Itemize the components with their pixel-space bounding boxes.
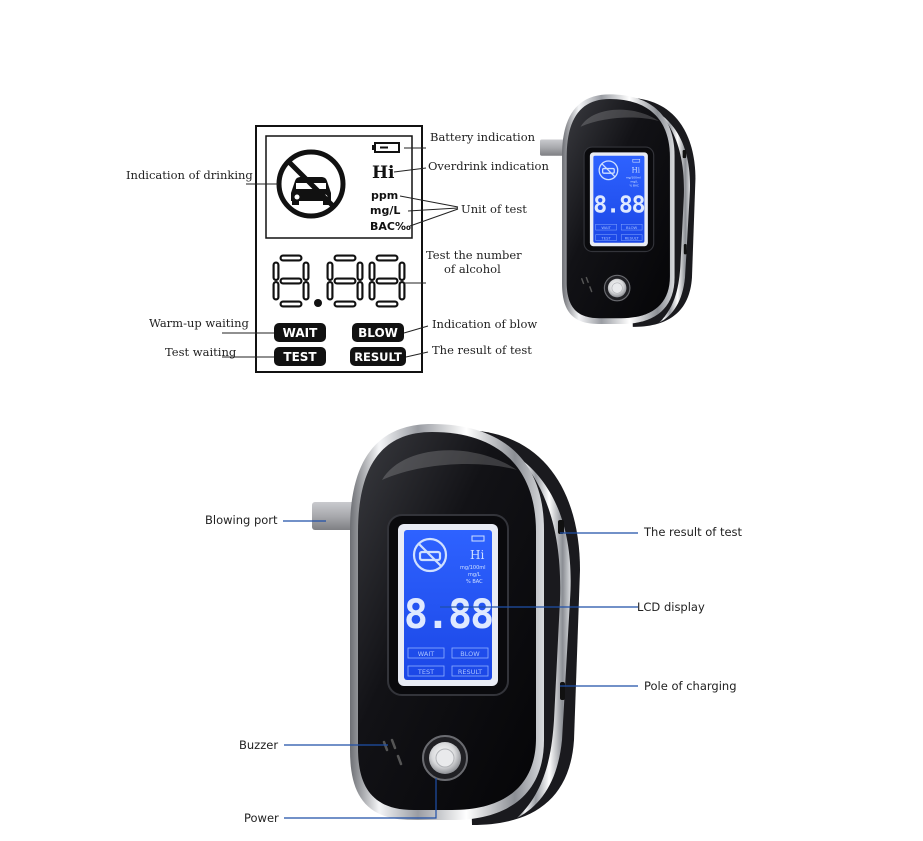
svg-text:TEST: TEST — [600, 236, 611, 240]
test-text: TEST — [283, 350, 317, 364]
callout-drinking: Indication of drinking — [126, 168, 253, 182]
device-no-drink-icon — [412, 537, 448, 573]
svg-text:Hi: Hi — [470, 548, 484, 562]
callout-unit: Unit of test — [461, 202, 527, 216]
lcd-digit-readout — [272, 254, 406, 308]
battery-icon — [372, 142, 400, 153]
svg-text:TEST: TEST — [417, 668, 434, 676]
svg-text:% BAC: % BAC — [466, 579, 483, 585]
lcd-wait-label: WAIT — [274, 323, 326, 342]
lcd-indicator-mgl: mg/L — [370, 204, 400, 217]
lcd-test-label: TEST — [274, 347, 326, 366]
svg-text:mg/100ml: mg/100ml — [626, 175, 641, 179]
svg-text:WAIT: WAIT — [601, 226, 611, 230]
svg-text:mg/100ml: mg/100ml — [460, 565, 486, 571]
buzzer-holes — [382, 740, 389, 752]
lcd-blow-label: BLOW — [352, 323, 404, 342]
callout-power: Power — [244, 811, 279, 825]
svg-text:BLOW: BLOW — [626, 226, 638, 230]
svg-text:% BAC: % BAC — [629, 184, 639, 188]
result-text: RESULT — [354, 350, 402, 364]
device-digit-readout: 8.88 — [404, 592, 492, 638]
callout-result-bottom: The result of test — [644, 525, 743, 539]
callout-blowing-port: Blowing port — [205, 513, 278, 527]
lcd-indicator-hi: Hi — [372, 163, 395, 183]
lcd-indicator-bac: BAC‰ — [370, 220, 411, 233]
device-no-drink-icon — [598, 160, 619, 181]
svg-text:RESULT: RESULT — [625, 236, 640, 240]
no-drinking-car-icon — [276, 149, 346, 219]
top-callout-lines — [222, 147, 459, 358]
svg-text:mg/L: mg/L — [468, 572, 481, 578]
callout-test-waiting: Test waiting — [165, 345, 237, 359]
callout-lcd: LCD display — [637, 600, 705, 614]
callout-number-line1: Test the number — [426, 248, 522, 262]
bottom-callout-lines — [283, 520, 638, 819]
lcd-diagram: Hi ppm mg/L BAC‰ WAIT BLOW TEST RESULT — [255, 125, 423, 373]
device-lcd-screen — [404, 530, 492, 680]
decimal-point — [314, 299, 322, 307]
svg-text:BLOW: BLOW — [460, 650, 480, 658]
lcd-result-label: RESULT — [350, 347, 406, 366]
svg-text:RESULT: RESULT — [458, 668, 482, 676]
callout-charging: Pole of charging — [644, 679, 737, 693]
device-digit-readout: 8.88 — [593, 192, 644, 219]
callout-warmup: Warm-up waiting — [149, 316, 249, 330]
buzzer-holes — [581, 278, 585, 285]
lcd-indicator-ppm: ppm — [371, 189, 398, 202]
callout-blow: Indication of blow — [432, 317, 538, 331]
callout-number-line2: of alcohol — [444, 262, 501, 276]
callout-overdrink: Overdrink indication — [428, 159, 549, 173]
blow-text: BLOW — [358, 326, 398, 340]
device-lcd-screen — [593, 155, 645, 243]
svg-text:mg/L: mg/L — [630, 179, 638, 183]
callout-buzzer: Buzzer — [239, 738, 279, 752]
svg-text:WAIT: WAIT — [418, 650, 434, 658]
wait-text: WAIT — [283, 326, 318, 340]
svg-text:Hi: Hi — [632, 167, 641, 175]
callout-result-top: The result of test — [432, 343, 532, 357]
callout-battery: Battery indication — [430, 130, 536, 144]
